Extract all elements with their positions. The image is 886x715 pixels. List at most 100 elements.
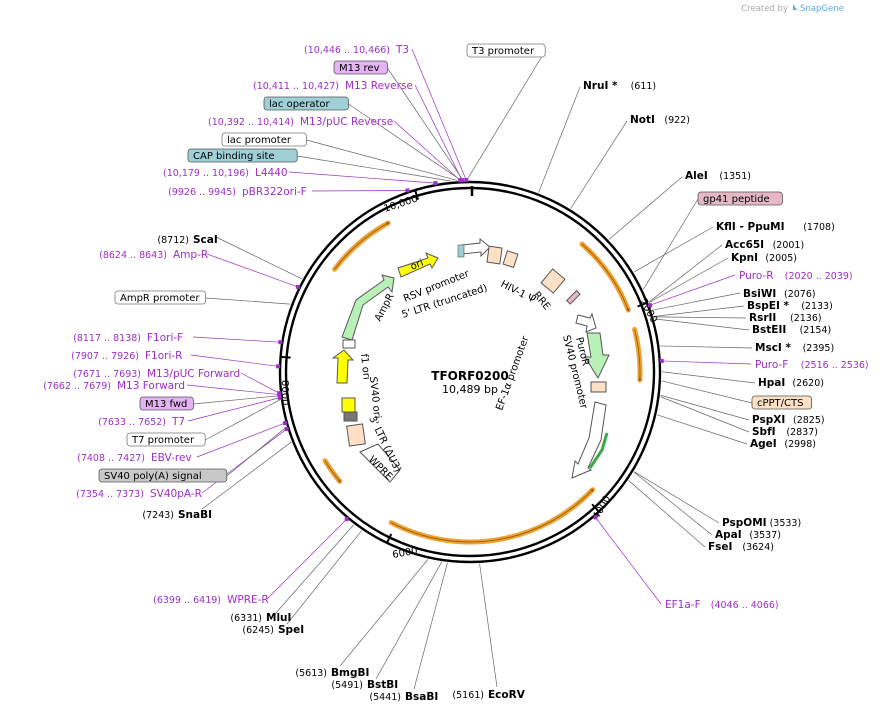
leader-line — [286, 530, 362, 625]
primer-range-ef1a-f: (4046 .. 4066) — [711, 600, 779, 611]
leader-lines — [186, 48, 756, 690]
primer-range-pbr322ori-f: (9926 .. 9945) — [168, 187, 236, 198]
leader-line — [657, 414, 748, 445]
enzyme-msci[interactable]: MscI * — [755, 342, 791, 354]
feature-box-m13-fwd[interactable] — [139, 396, 194, 411]
feature-box-lac-promoter[interactable] — [221, 132, 307, 147]
enzyme-apai[interactable]: ApaI — [715, 529, 742, 541]
leader-line — [661, 371, 756, 384]
enzyme-pos-pspxi: (2825) — [793, 415, 825, 426]
feature-box-label-lac-promoter: lac promoter — [227, 135, 292, 146]
enzyme-sbfi[interactable]: SbfI — [752, 426, 776, 438]
enzyme-kfli-ppumi[interactable]: KflI - PpuMI — [716, 221, 785, 233]
feature-box-sv40-poly-a-signal[interactable] — [98, 468, 228, 483]
enzyme-spei[interactable]: SpeI — [278, 624, 304, 636]
puror-arrow — [584, 332, 610, 380]
enzyme-pos-pspomi: (3533) — [770, 518, 802, 529]
primer-f1ori-r[interactable]: F1ori-R — [145, 350, 182, 362]
primer-m13-puc-forward[interactable]: M13/pUC Forward — [147, 368, 240, 380]
enzyme-agei[interactable]: AgeI — [750, 438, 777, 450]
feature-box-lac-operator[interactable] — [263, 96, 349, 111]
ef1a-promoter-arrow — [571, 401, 607, 479]
enzyme-bmgbi[interactable]: BmgBI — [331, 667, 369, 679]
leader-line — [375, 561, 443, 680]
ori-label: ori — [409, 258, 425, 273]
primer-ef1a-f[interactable]: EF1a-F — [665, 599, 701, 611]
feature-box-m13-rev[interactable] — [333, 60, 388, 75]
primer-sv40pa-r[interactable]: SV40pA-R — [150, 488, 202, 500]
enzyme-pos-hpai: (2620) — [792, 378, 824, 389]
enzyme-mlui[interactable]: MluI — [266, 612, 291, 624]
primer-site-marker — [276, 364, 281, 369]
enzyme-scai[interactable]: ScaI — [193, 234, 218, 246]
enzyme-hpai[interactable]: HpaI — [758, 377, 785, 389]
feature-box-gp41-peptide[interactable] — [697, 191, 783, 206]
primer-range-t7: (7633 .. 7652) — [98, 417, 166, 428]
plasmid-size: 10,489 bp — [442, 383, 498, 396]
enzyme-rsrii[interactable]: RsrII — [749, 312, 776, 324]
enzyme-nrui[interactable]: NruI * — [583, 80, 618, 92]
primer-t3[interactable]: T3 — [395, 44, 409, 56]
leader-line — [633, 226, 714, 273]
leader-line — [311, 190, 408, 192]
feature-box-t7-promoter[interactable] — [126, 432, 206, 447]
primer-range-f1ori-r: (7907 .. 7926) — [71, 351, 139, 362]
enzyme-pos-alei: (1351) — [719, 171, 751, 182]
leader-line — [240, 372, 280, 394]
enzyme-pos-rsrii: (2136) — [790, 313, 822, 324]
enzyme-bstbi[interactable]: BstBI — [367, 679, 398, 691]
tick-mark — [591, 503, 600, 513]
leader-line — [187, 397, 280, 422]
enzyme-kpni[interactable]: KpnI — [731, 252, 758, 264]
enzyme-ecorv[interactable]: EcoRV — [488, 689, 526, 701]
enzyme-bsabi[interactable]: BsaBI — [405, 691, 438, 703]
primer-m13-puc-reverse[interactable]: M13/pUC Reverse — [300, 116, 393, 128]
enzyme-fsei[interactable]: FseI — [708, 541, 732, 553]
primer-f1ori-f[interactable]: F1ori-F — [147, 332, 183, 344]
snapgene-credit: Created by SnapGene — [741, 4, 844, 14]
feature-box-ampr-promoter[interactable] — [114, 290, 206, 305]
sv40ori-box — [341, 397, 356, 413]
primer-puro-f[interactable]: Puro-F — [755, 359, 788, 371]
leader-line — [201, 441, 292, 510]
enzyme-noti[interactable]: NotI — [630, 114, 655, 126]
leader-line — [192, 336, 281, 343]
primer-pbr322ori-f[interactable]: pBR322ori-F — [242, 186, 307, 198]
enzyme-snabi[interactable]: SnaBI — [178, 509, 212, 521]
enzyme-pspomi[interactable]: PspOMI — [722, 517, 767, 529]
primer-site-marker — [277, 392, 282, 397]
rre-box — [540, 268, 566, 294]
primer-t7[interactable]: T7 — [171, 416, 185, 428]
primer-range-m13-forward: (7662 .. 7679) — [43, 381, 111, 392]
plasmid-name: TFORF0200 — [431, 369, 508, 383]
ltr3-box — [346, 423, 366, 447]
orf-arc — [579, 241, 631, 313]
primer-l4440[interactable]: L4440 — [255, 167, 288, 179]
leader-line — [538, 86, 581, 193]
feature-box-cppt-cts[interactable] — [751, 395, 812, 410]
feature-box-t3-promoter[interactable] — [466, 43, 546, 58]
enzyme-pos-kfli-ppumi: (1708) — [803, 222, 835, 233]
primer-amp-r[interactable]: Amp-R — [173, 249, 208, 261]
primer-range-puro-r: (2020 .. 2039) — [785, 271, 853, 282]
primer-ebv-rev[interactable]: EBV-rev — [151, 452, 192, 464]
enzyme-alei[interactable]: AleI — [685, 170, 708, 182]
primer-wpre-r[interactable]: WPRE-R — [227, 594, 269, 606]
leader-line — [661, 380, 753, 404]
leader-line — [653, 316, 747, 319]
feature-box-cap-binding-site[interactable] — [187, 148, 298, 163]
enzyme-pspxi[interactable]: PspXI — [752, 414, 785, 426]
hiv-box — [502, 250, 519, 269]
enzyme-bsteii[interactable]: BstEII — [752, 324, 786, 336]
enzyme-pos-bsiwi: (2076) — [784, 289, 816, 300]
rsv-promoter-arrow — [461, 237, 491, 258]
enzyme-acc65i[interactable]: Acc65I — [725, 239, 764, 251]
enzyme-bspei[interactable]: BspEI * — [747, 300, 790, 312]
orf-arc-arrow — [324, 460, 341, 483]
primer-puro-r[interactable]: Puro-R — [739, 270, 774, 282]
primer-m13-forward[interactable]: M13 Forward — [117, 380, 185, 392]
enzyme-bsiwi[interactable]: BsiWI — [743, 288, 776, 300]
enzyme-pos-ecorv: (5161) — [452, 690, 484, 701]
primer-m13-reverse[interactable]: M13 Reverse — [345, 80, 413, 92]
feature-box-label-sv40-poly-a-signal: SV40 poly(A) signal — [104, 471, 202, 482]
